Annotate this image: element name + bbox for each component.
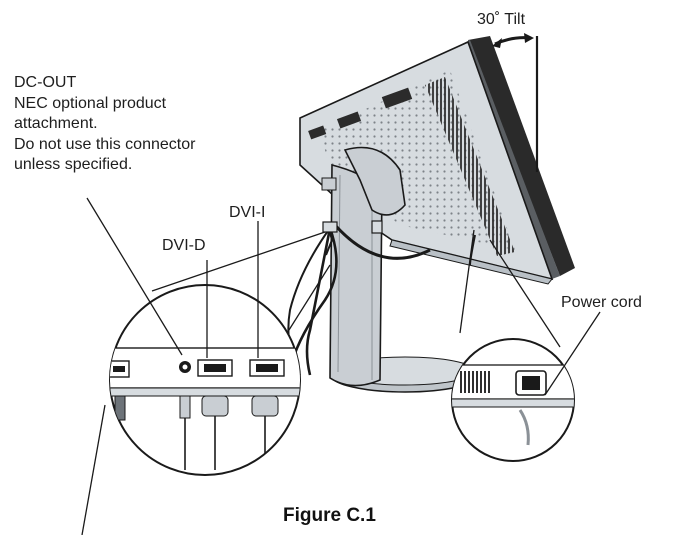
dvi-i-label: DVI-I [229, 204, 266, 221]
tilt-label: 30˚ Tilt [477, 11, 526, 28]
power-cord-label: Power cord [561, 294, 642, 311]
dvi-d-label: DVI-D [162, 237, 206, 254]
stand-column [321, 146, 406, 387]
label-pointers [81, 197, 601, 535]
connector-zoom-left [109, 284, 301, 476]
figure-caption: Figure C.1 [283, 505, 376, 526]
dc-out-line-2: attachment. [14, 115, 98, 132]
cables [287, 220, 476, 376]
dc-out-line-3: Do not use this connector [14, 135, 196, 153]
dc-out-line-1: NEC optional product [14, 94, 167, 112]
power-zoom-right [451, 338, 575, 462]
dc-out-note: DC-OUT NEC optional product attachment. … [14, 73, 195, 176]
dc-out-title: DC-OUT [14, 74, 77, 91]
tilt-indicator [492, 33, 539, 172]
dc-out-line-4: unless specified. [14, 156, 133, 173]
